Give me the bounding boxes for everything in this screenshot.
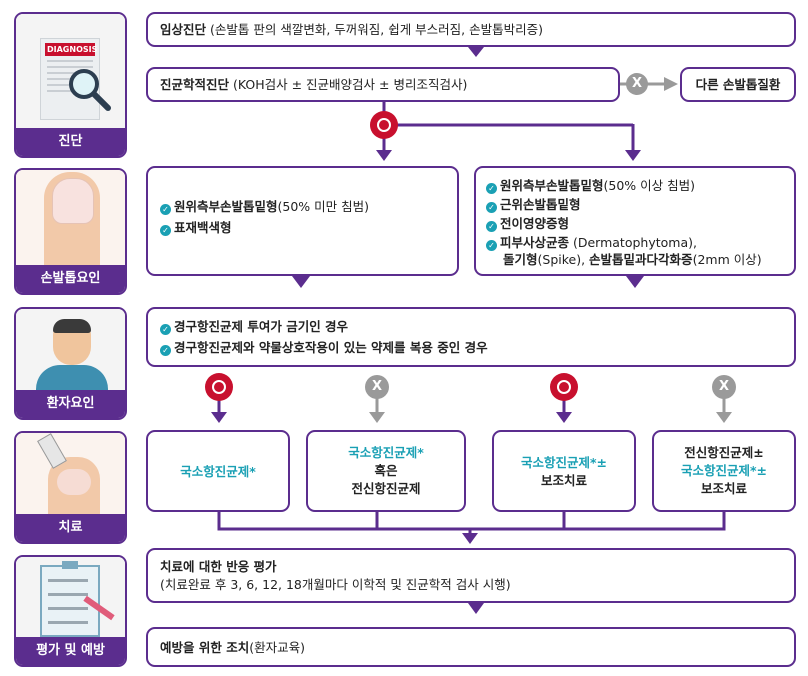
clinical-diagnosis-detail: (손발톱 판의 색깔변화, 두꺼워짐, 쉽게 부스러짐, 손발톱박리증) [206, 22, 544, 37]
section-label-treatment: 치료 [16, 514, 125, 542]
prevention-detail: (환자교육) [249, 640, 305, 655]
section-label-nail-factor: 손발톱요인 [16, 265, 125, 293]
clinical-diagnosis-box: 임상진단 (손발톱 판의 색깔변화, 두꺼워짐, 쉽게 부스러짐, 손발톱박리증… [146, 12, 796, 47]
arrow-down [468, 47, 484, 57]
magnifier-icon [69, 69, 111, 111]
yes-marker: O [370, 111, 398, 139]
patient-illustration [16, 309, 125, 395]
section-label-patient-factor: 환자요인 [16, 390, 125, 418]
nail-left-item-1: ✓원위측부손발톱밑형(50% 미만 침범) [160, 198, 369, 215]
treatment-4-line-1: 전신항진균제± [684, 445, 764, 460]
nail-left-item-2: ✓표재백색형 [160, 219, 232, 236]
nail-right-item-4: ✓피부사상균종 (Dermatophytoma), [486, 234, 697, 251]
treatment-option-4: 전신항진균제± 국소항진균제*± 보조치료 [652, 430, 796, 512]
side-panel-nail-factor: 손발톱요인 [14, 168, 127, 295]
no-marker: X [712, 375, 736, 399]
face-icon [53, 319, 91, 365]
other-nail-disease-box: 다른 손발톱질환 [680, 67, 796, 102]
clinical-diagnosis-title: 임상진단 [160, 22, 207, 37]
treatment-option-2: 국소항진균제* 혹은 전신항진균제 [306, 430, 466, 512]
mycology-diagnosis-title: 진균학적진단 [160, 77, 230, 92]
arrow-right [664, 77, 678, 91]
nail-factor-left-box: ✓원위측부손발톱밑형(50% 미만 침범) ✓표재백색형 [146, 166, 459, 276]
no-marker: X [365, 375, 389, 399]
section-label-evaluation: 평가 및 예방 [16, 637, 125, 665]
side-panel-treatment: 치료 [14, 431, 127, 544]
yes-marker [205, 373, 233, 401]
patient-factor-box: ✓경구항진균제 투여가 금기인 경우 ✓경구항진균제와 약물상호작용이 있는 약… [146, 307, 796, 367]
response-evaluation-box: 치료에 대한 반응 평가 (치료완료 후 3, 6, 12, 18개월마다 이학… [146, 548, 796, 603]
mycology-diagnosis-box: 진균학적진단 (KOH검사 ± 진균배양검사 ± 병리조직검사) [146, 67, 620, 102]
nail-right-item-4-continued: 돌기형(Spike), 손발톱밑과다각화증(2mm 이상) [503, 252, 762, 267]
response-evaluation-title: 치료에 대한 반응 평가 [160, 559, 277, 574]
diagnosis-paper-label: DIAGNOSIS [45, 43, 98, 56]
yes-marker [550, 373, 578, 401]
treatment-2-line-3: 전신항진균제 [351, 481, 421, 496]
treatment-option-1: 국소항진균제* [146, 430, 290, 512]
side-panel-patient-factor: 환자요인 [14, 307, 127, 420]
prevention-title: 예방을 위한 조치 [160, 640, 250, 655]
treatment-2-line-1: 국소항진균제* [348, 445, 424, 460]
treatment-4-line-2: 국소항진균제*± [680, 463, 767, 478]
nail-factor-right-box: ✓원위측부손발톱밑형(50% 이상 침범) ✓근위손발톱밑형 ✓전이영양증형 ✓… [474, 166, 796, 276]
treatment-illustration [16, 433, 125, 521]
other-nail-disease-label: 다른 손발톱질환 [695, 77, 781, 92]
response-evaluation-detail: (치료완료 후 3, 6, 12, 18개월마다 이학적 및 진균학적 검사 시… [160, 577, 511, 592]
treatment-3-line-1: 국소항진균제*± [520, 455, 607, 470]
section-label-diagnosis: 진단 [16, 128, 125, 156]
patient-item-1: ✓경구항진균제 투여가 금기인 경우 [160, 318, 348, 335]
nail-right-item-2: ✓근위손발톱밑형 [486, 196, 581, 213]
diagnosis-illustration: DIAGNOSIS [16, 14, 125, 132]
nail-illustration [16, 170, 125, 272]
treatment-2-line-2: 혹은 [374, 463, 398, 478]
patient-item-2: ✓경구항진균제와 약물상호작용이 있는 약제를 복용 중인 경우 [160, 339, 488, 356]
treatment-1-line-1: 국소항진균제* [180, 464, 256, 479]
finger-icon [44, 172, 100, 272]
nail-right-item-3: ✓전이영양증형 [486, 215, 569, 232]
treatment-option-3: 국소항진균제*± 보조치료 [492, 430, 636, 512]
evaluation-illustration [16, 557, 125, 641]
treatment-3-line-2: 보조치료 [540, 473, 587, 488]
nail-right-item-1: ✓원위측부손발톱밑형(50% 이상 침범) [486, 177, 695, 194]
prevention-box: 예방을 위한 조치(환자교육) [146, 627, 796, 667]
side-panel-diagnosis: DIAGNOSIS 진단 [14, 12, 127, 158]
side-panel-evaluation: 평가 및 예방 [14, 555, 127, 667]
finger-icon [48, 457, 100, 521]
treatment-4-line-3: 보조치료 [700, 481, 747, 496]
mycology-diagnosis-detail: (KOH검사 ± 진균배양검사 ± 병리조직검사) [229, 77, 468, 92]
no-marker: X [626, 73, 648, 95]
